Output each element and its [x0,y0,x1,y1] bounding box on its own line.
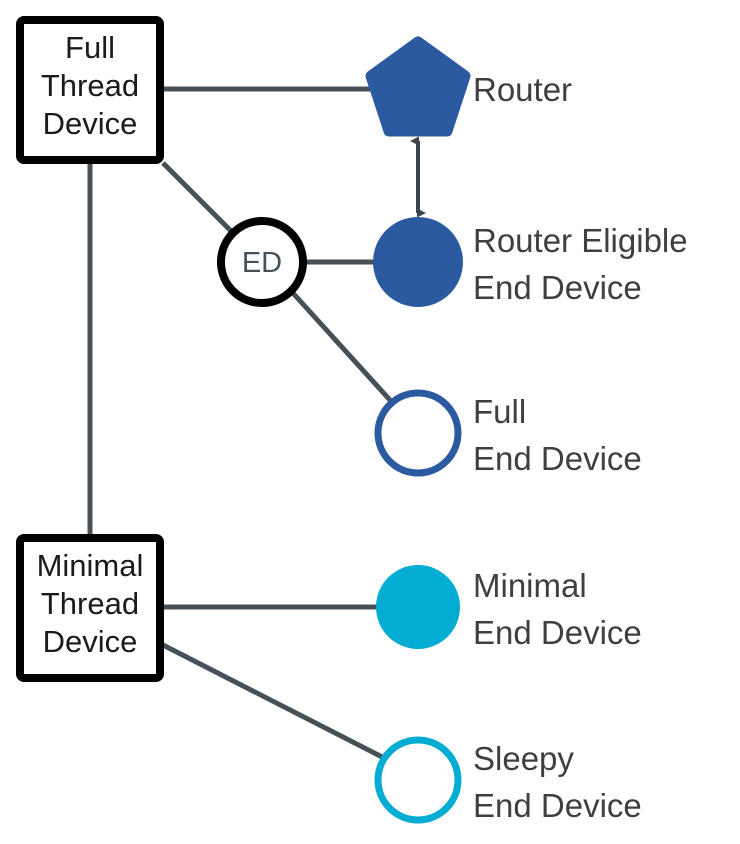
connector-group [87,86,420,764]
router-label-line1: Router [473,71,572,108]
node-full-thread-device[interactable]: Full Thread Device [16,16,164,164]
node-minimal-thread-device[interactable]: Minimal Thread Device [16,534,164,682]
connector-ed-to-fed [290,290,401,412]
connector-ftd-to-end-device [161,161,235,235]
full-end-device-circle[interactable] [374,389,462,477]
node-minimal-end-device[interactable]: Minimal End Device [376,565,642,651]
end-device-circle[interactable] [217,217,307,307]
sleepy-end-device-label-line2: End Device [473,787,642,824]
full-thread-device-label-line3: Device [43,106,138,141]
router-eligible-end-device-label-line2: End Device [473,269,642,306]
minimal-thread-device-label-line1: Minimal [37,548,144,583]
full-end-device-label-line2: End Device [473,440,642,477]
node-router[interactable]: Router [365,36,572,137]
connector-mtd-to-sed [161,642,392,764]
minimal-thread-device-label-line2: Thread [41,586,139,621]
router-eligible-end-device-label-line1: Router Eligible [473,222,688,259]
minimal-end-device-label-line1: Minimal [473,567,587,604]
node-full-end-device[interactable]: Full End Device [374,389,642,477]
minimal-end-device-circle[interactable] [376,565,460,649]
router-pentagon-icon[interactable] [365,36,471,137]
full-end-device-label-line1: Full [473,393,526,430]
minimal-thread-device-box[interactable] [16,534,164,682]
node-router-eligible-end-device[interactable]: Router Eligible End Device [373,217,688,307]
sleepy-end-device-label-line1: Sleepy [473,740,574,777]
full-thread-device-label-line2: Thread [41,68,139,103]
end-device-label: ED [242,247,282,279]
node-sleepy-end-device[interactable]: Sleepy End Device [374,736,642,824]
sleepy-end-device-circle[interactable] [374,736,462,824]
full-thread-device-box[interactable] [16,16,164,164]
router-eligible-end-device-circle[interactable] [373,217,463,307]
minimal-thread-device-label-line3: Device [43,624,138,659]
minimal-end-device-label-line2: End Device [473,614,642,651]
node-end-device[interactable]: ED [217,217,307,307]
full-thread-device-label-line1: Full [65,30,115,65]
